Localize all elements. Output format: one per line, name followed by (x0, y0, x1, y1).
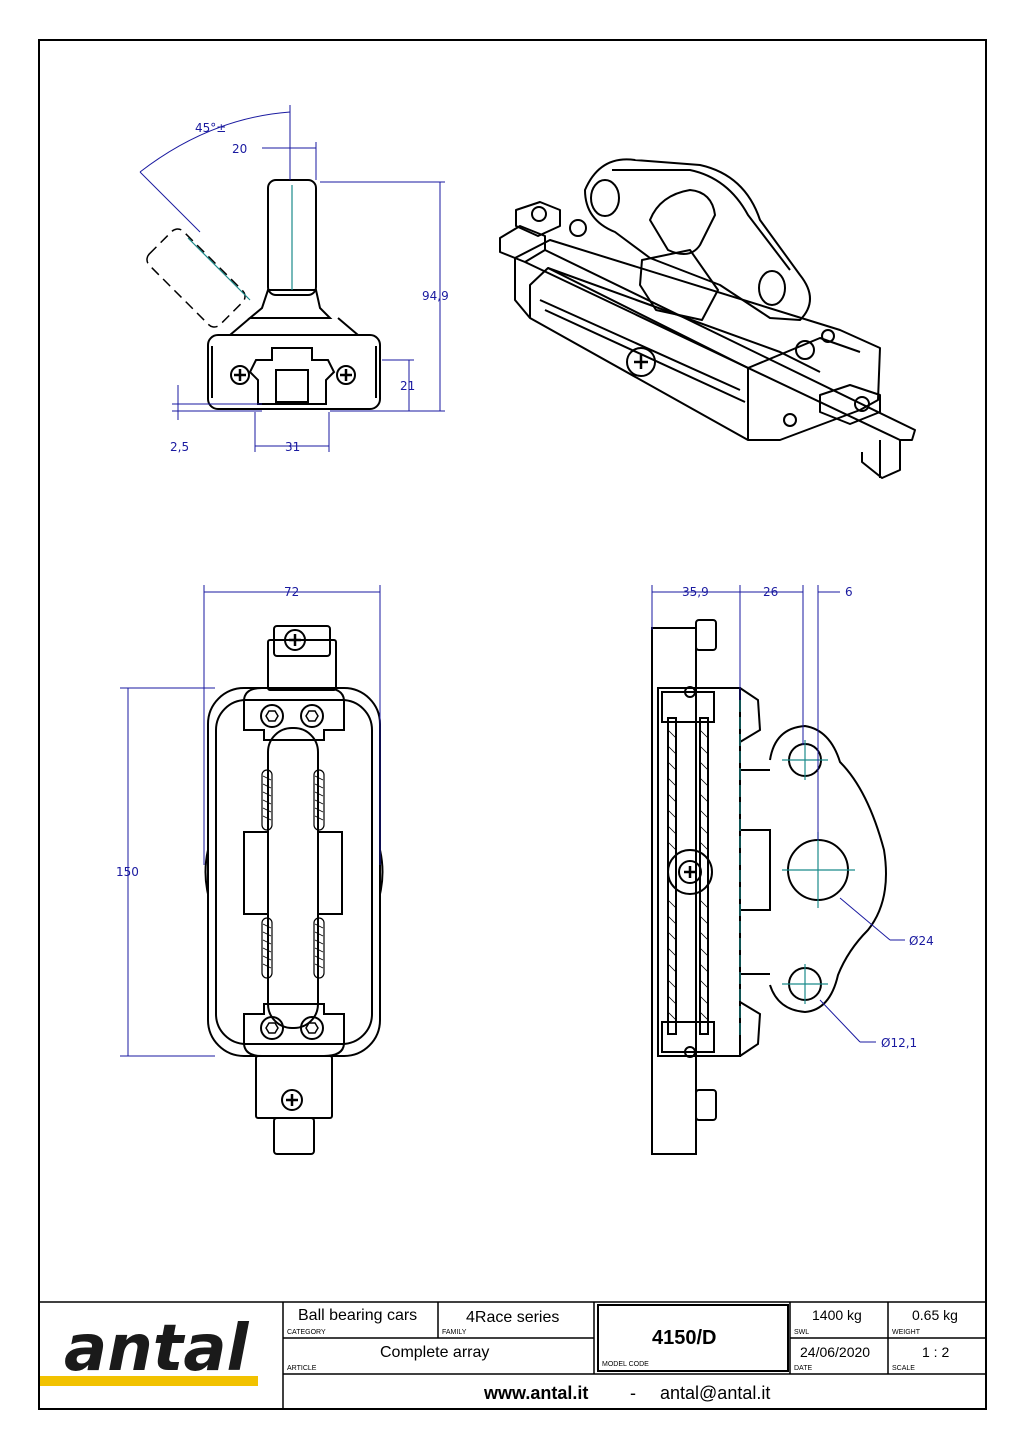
date-label: DATE (794, 1365, 812, 1372)
front-view-centerlines (187, 185, 293, 301)
family-label: FAMILY (442, 1329, 467, 1336)
side-view (651, 619, 887, 1155)
sheet-border (38, 39, 987, 1410)
dim-dia-12-1-label: Ø12,1 (881, 1036, 917, 1050)
category-label: CATEGORY (287, 1329, 326, 1336)
category-value: Ball bearing cars (298, 1307, 417, 1324)
scale-value: 1 : 2 (922, 1344, 949, 1360)
website-link[interactable]: www.antal.it (483, 1383, 588, 1403)
side-view-dimensions (651, 585, 905, 1043)
isometric-view (499, 158, 916, 479)
dim-94-9-label: 94,9 (422, 289, 449, 303)
dim-6-label: 6 (845, 585, 853, 599)
side-view-centerlines (739, 700, 855, 1040)
top-view-races-hatch (262, 775, 324, 969)
article-value: Complete array (380, 1344, 489, 1361)
contact-separator: - (630, 1383, 636, 1403)
family-value: 4Race series (466, 1309, 559, 1326)
weight-value: 0.65 kg (912, 1307, 958, 1323)
dim-72-label: 72 (284, 585, 299, 599)
logo-stripe (40, 1376, 258, 1386)
swl-value: 1400 kg (812, 1307, 862, 1323)
dim-26-label: 26 (763, 585, 778, 599)
dim-angle-label: 45°± (195, 121, 226, 135)
email-link[interactable]: antal@antal.it (660, 1383, 770, 1403)
weight-label: WEIGHT (892, 1329, 921, 1336)
model-code-label: MODEL CODE (602, 1361, 649, 1368)
scale-label: SCALE (892, 1365, 915, 1372)
model-code-value: 4150/D (652, 1327, 717, 1349)
dim-35-9-label: 35,9 (682, 585, 709, 599)
date-value: 24/06/2020 (800, 1344, 870, 1360)
dim-2-5-label: 2,5 (170, 440, 189, 454)
top-view (204, 625, 384, 1155)
dim-31-label: 31 (285, 440, 300, 454)
dim-21-label: 21 (400, 379, 415, 393)
antal-logo: antal (64, 1312, 250, 1386)
title-block (39, 1301, 986, 1409)
swl-label: SWL (794, 1329, 809, 1336)
dim-20-label: 20 (232, 142, 247, 156)
article-label: ARTICLE (287, 1365, 317, 1372)
front-view (146, 179, 381, 410)
side-view-race-hatch (667, 729, 709, 1021)
top-view-dimensions (120, 585, 381, 1057)
front-view-dimensions (139, 105, 445, 452)
dim-150-label: 150 (116, 865, 139, 879)
dim-dia-24-label: Ø24 (909, 934, 934, 948)
